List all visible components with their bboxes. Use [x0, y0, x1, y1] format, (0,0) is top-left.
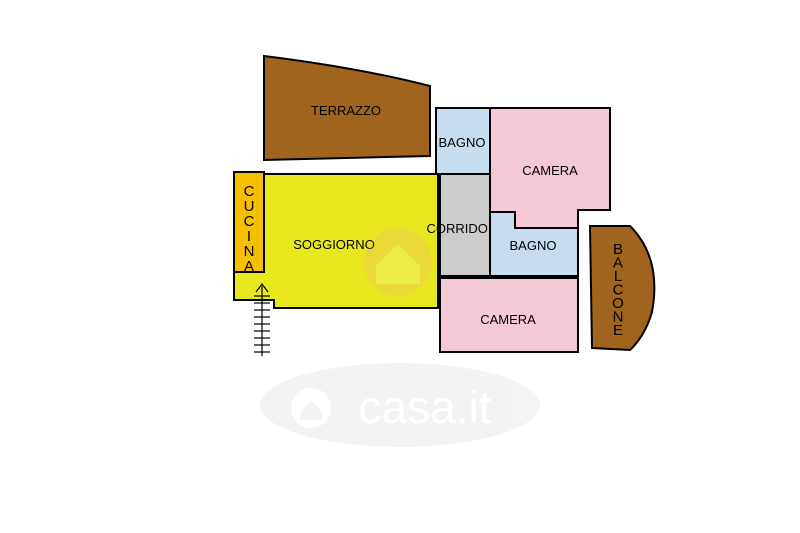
camera-bottom-label: CAMERA	[480, 312, 536, 327]
soggiorno-label: SOGGIORNO	[293, 237, 375, 252]
bagno-mid-room	[489, 211, 579, 277]
casa-it-watermark: casa.it	[260, 363, 540, 447]
watermark-text: casa.it	[359, 381, 492, 433]
bagno-mid-label: BAGNO	[510, 238, 557, 253]
terrazzo-room	[263, 54, 431, 162]
terrazzo-label: TERRAZZO	[311, 103, 381, 118]
balcone-room	[588, 225, 656, 352]
camera-bottom-room	[439, 277, 579, 353]
cucina-room	[233, 171, 265, 273]
staircase-icon	[254, 283, 270, 356]
bagno-top-label: BAGNO	[439, 135, 486, 150]
center-logo-icon	[364, 228, 432, 296]
corridoio-label: CORRIDOIO	[426, 221, 501, 236]
camera-top-label: CAMERA	[522, 163, 578, 178]
